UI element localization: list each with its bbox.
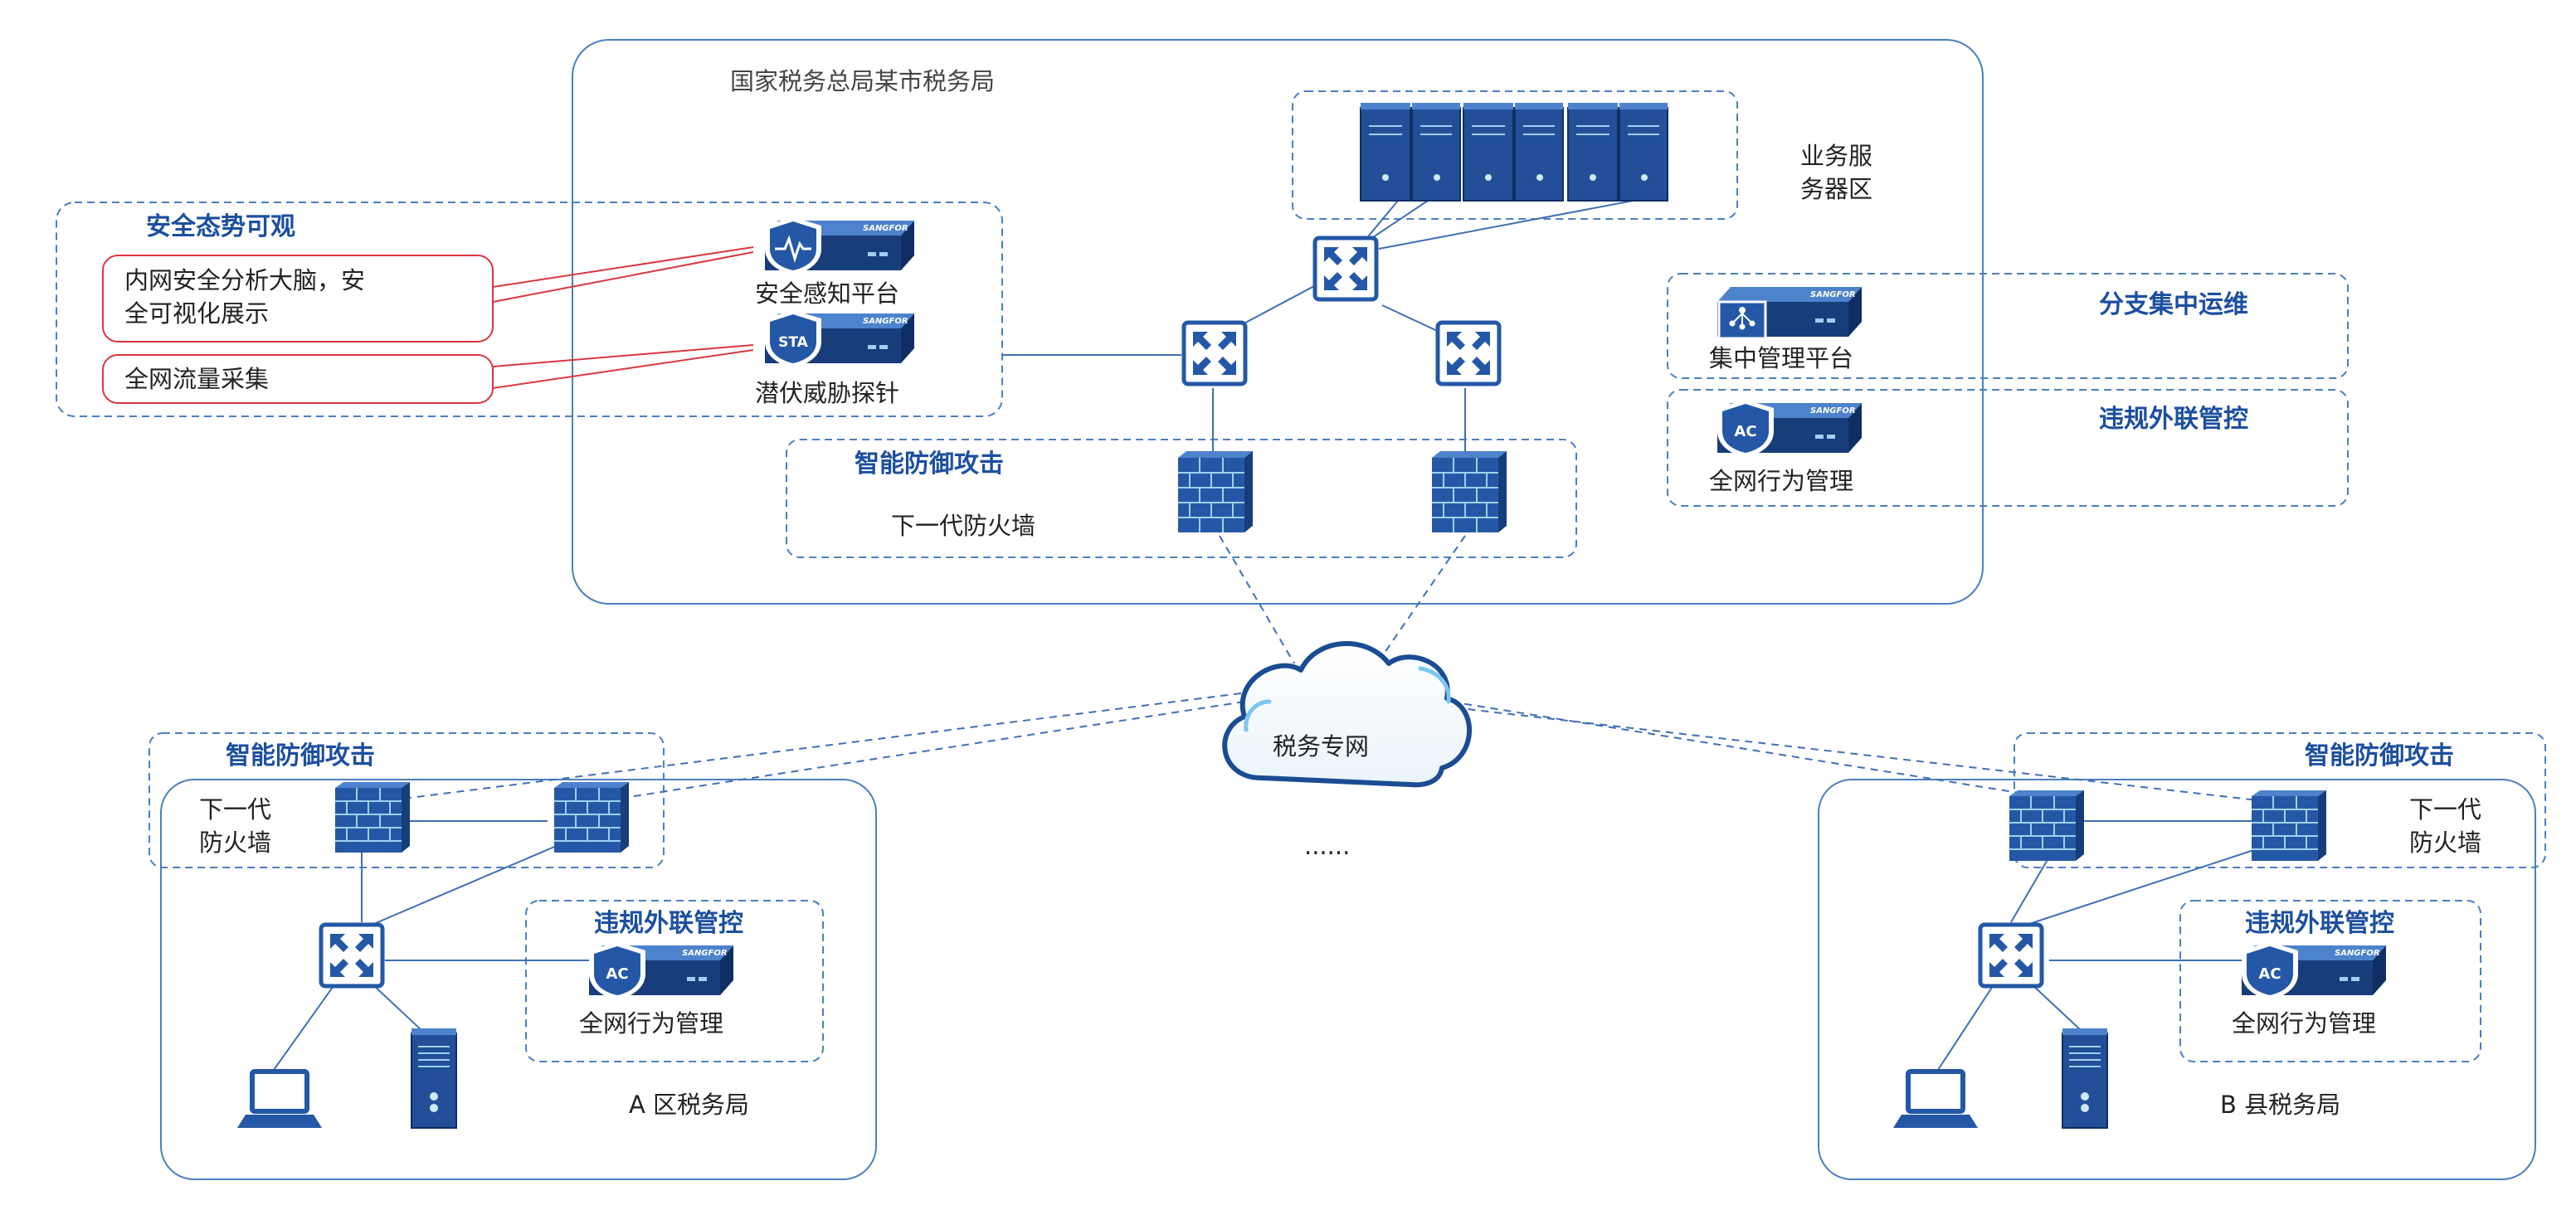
hq-title: 国家税务总局某市税务局: [730, 67, 996, 95]
a-branch-name: A 区税务局: [629, 1091, 750, 1119]
hq-ac-device-icon: SANGFOR AC: [1717, 400, 1862, 458]
a-firewall-left-icon: [335, 782, 410, 853]
hq-switch-left-icon: [1181, 320, 1248, 386]
callout-2-text: 全网流量采集: [124, 365, 270, 393]
a-violation-title: 违规外联管控: [594, 909, 743, 938]
brand-text: SANGFOR: [682, 949, 728, 958]
server-cluster-icon: [1360, 103, 1668, 202]
b-violation-group: [2179, 900, 2481, 1062]
ac-badge-text: AC: [1734, 423, 1756, 440]
b-ac-label: 全网行为管理: [2232, 1009, 2377, 1037]
brand-text: SANGFOR: [863, 224, 908, 233]
sta-label: 潜伏威胁探针: [755, 379, 900, 407]
zone-frames: [160, 39, 2536, 1180]
branch-a-zone: [160, 779, 877, 1180]
hq-switch-right-icon: [1435, 320, 1502, 386]
hq-violation-title: 违规外联管控: [2099, 405, 2248, 434]
b-ac-device-icon: SANGFOR AC: [2242, 942, 2386, 1000]
a-laptop-icon: [237, 1069, 322, 1128]
links: [273, 195, 2277, 1071]
hq-zone: [572, 39, 1984, 605]
central-mgmt-label: 集中管理平台: [1709, 344, 1854, 372]
callout-1-text: 内网安全分析大脑，安全可视化展示: [124, 266, 366, 328]
sip-label: 安全感知平台: [755, 279, 900, 308]
brand-text: SANGFOR: [1810, 406, 1856, 415]
ac-badge-text: AC: [606, 965, 628, 983]
hq-violation-group: [1667, 389, 2349, 507]
a-ac-device-icon: SANGFOR AC: [589, 942, 733, 1000]
security-visibility-group: [56, 202, 1003, 417]
a-switch-icon: [319, 922, 385, 989]
ac-badge-text: AC: [2258, 965, 2281, 983]
business-server-zone-label: 业务服务器区: [1800, 142, 1873, 203]
a-firewall-right-icon: [554, 782, 629, 853]
brand-text: SANGFOR: [863, 317, 908, 326]
hq-defense-title: 智能防御攻击: [855, 449, 1004, 479]
b-firewall-left-icon: [2009, 790, 2084, 861]
b-branch-name: B 县税务局: [2220, 1091, 2341, 1119]
ellipsis-text: ......: [1304, 832, 1351, 860]
central-mgmt-platform-icon: SANGFOR: [1717, 287, 1862, 340]
hq-ac-label: 全网行为管理: [1709, 467, 1854, 495]
hq-firewall-label: 下一代防火墙: [891, 512, 1036, 540]
sta-probe-icon: SANGFOR STA: [765, 310, 914, 368]
security-perception-platform-icon: SANGFOR: [765, 217, 914, 275]
b-firewall-right-icon: [2252, 790, 2326, 861]
brand-text: SANGFOR: [1810, 290, 1856, 299]
cloud-label: 税务专网: [1273, 732, 1370, 761]
branch-ops-group: [1667, 273, 2349, 379]
callout-2-box: [102, 354, 494, 404]
security-visibility-title: 安全态势可观: [146, 212, 295, 241]
branch-ops-title: 分支集中运维: [2099, 290, 2248, 319]
b-laptop-icon: [1893, 1069, 1978, 1128]
hq-firewall-left-icon: [1178, 451, 1253, 532]
b-tower-server-icon: [2062, 1028, 2108, 1129]
wan-links: [382, 535, 2266, 802]
callouts: [102, 246, 754, 404]
branch-b-zone: [1818, 779, 2536, 1180]
sta-badge-text: STA: [778, 334, 809, 351]
a-tower-server-icon: [411, 1028, 457, 1129]
a-firewall-label: 下一代防火墙: [199, 795, 272, 857]
dashed-groups: [56, 90, 2546, 1062]
wan-cloud: [1222, 641, 1473, 788]
b-violation-title: 违规外联管控: [2245, 909, 2394, 938]
b-switch-icon: [1978, 922, 2044, 989]
a-defense-group: [149, 732, 665, 868]
a-ac-label: 全网行为管理: [579, 1009, 724, 1037]
b-defense-title: 智能防御攻击: [2305, 741, 2454, 770]
b-firewall-label: 下一代防火墙: [2409, 795, 2482, 857]
brand-text: SANGFOR: [2335, 949, 2380, 958]
server-zone-box: [1292, 90, 1738, 220]
hq-firewall-right-icon: [1432, 451, 1507, 532]
a-defense-title: 智能防御攻击: [226, 741, 375, 770]
core-switch-icon: [1312, 236, 1379, 302]
